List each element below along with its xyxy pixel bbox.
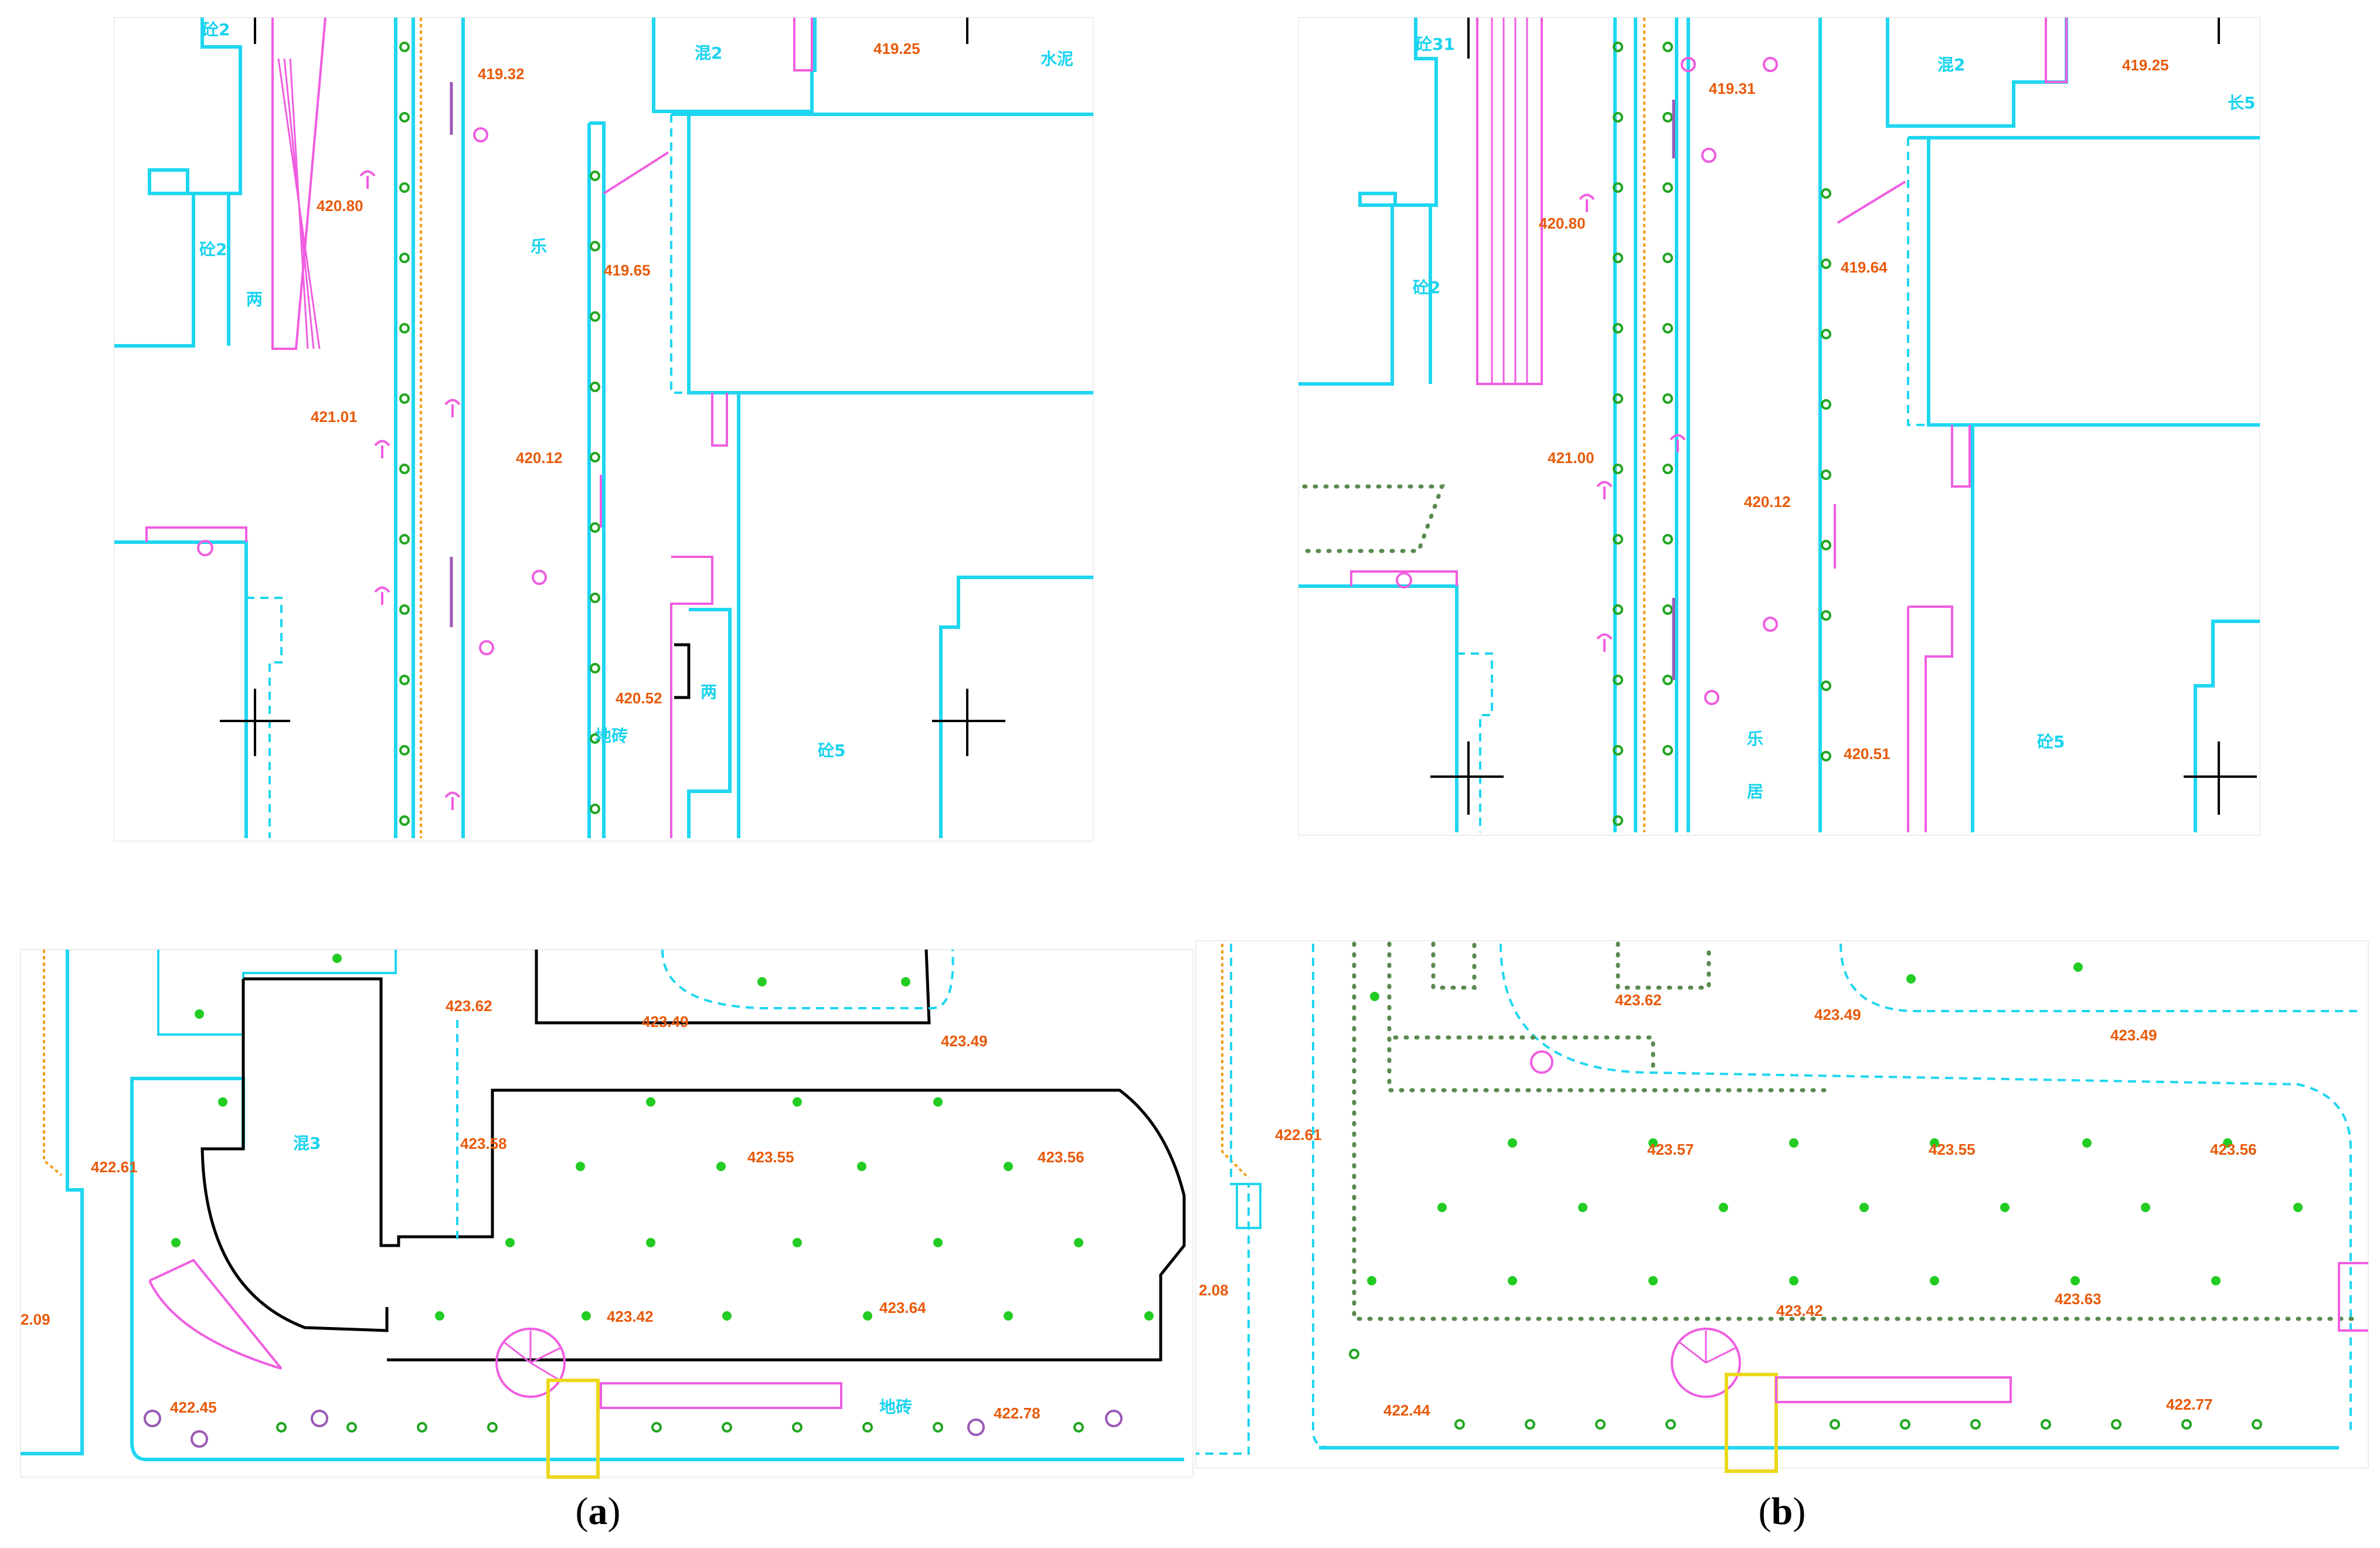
elevation-label: 423.55 xyxy=(1929,1141,1976,1158)
elevation-label: 423.64 xyxy=(879,1299,926,1316)
elevation-label: 422.45 xyxy=(170,1399,217,1416)
elevation-label: 423.42 xyxy=(607,1308,654,1325)
map-label: 混2 xyxy=(695,43,722,63)
panel-b-bottom-map: 423.62 423.49 423.49 422.61 423.57 423.5… xyxy=(1195,940,2369,1473)
map-label: 砼2 xyxy=(202,20,230,39)
map-label: 砼2 xyxy=(1413,278,1440,297)
map-label: 乐 xyxy=(1747,729,1763,749)
map-label: 砼2 xyxy=(199,240,227,259)
map-label: 砼5 xyxy=(818,741,845,760)
map-label: 长5 xyxy=(2228,93,2255,113)
elevation-label: 423.49 xyxy=(2110,1026,2157,1044)
elevation-label: 420.12 xyxy=(1744,493,1791,511)
svg-text:(a): (a) xyxy=(576,1490,621,1533)
map-label: 砼5 xyxy=(2037,732,2065,751)
elevation-label: 423.49 xyxy=(941,1032,988,1050)
map-label: 乐 xyxy=(531,237,547,256)
elevation-label: 421.00 xyxy=(1548,449,1594,467)
elevation-label: 421.01 xyxy=(311,408,358,426)
elevation-label: 419.65 xyxy=(604,261,651,279)
map-label: 地砖 xyxy=(595,726,628,746)
elevation-label: 420.52 xyxy=(616,689,662,707)
elevation-label: 422.61 xyxy=(1275,1126,1322,1144)
elevation-label: 420.51 xyxy=(1844,745,1891,763)
elevation-label: 423.62 xyxy=(446,997,492,1015)
elevation-label: 423.49 xyxy=(642,1013,689,1030)
elevation-label: 423.57 xyxy=(1647,1141,1694,1158)
elevation-label: 423.49 xyxy=(1814,1006,1861,1023)
elevation-label: 422.44 xyxy=(1383,1401,1430,1419)
elevation-label: 423.62 xyxy=(1615,991,1662,1009)
elevation-label: 419.32 xyxy=(478,65,525,83)
map-label: 砼31 xyxy=(1416,35,1455,54)
caption-a: (a) xyxy=(576,1490,621,1533)
elevation-label: 419.64 xyxy=(1841,258,1888,276)
elevation-label: 419.31 xyxy=(1709,80,1756,97)
map-label: 两 xyxy=(701,682,717,702)
elevation-label: 423.42 xyxy=(1776,1302,1823,1319)
svg-text:(b): (b) xyxy=(1759,1490,1806,1533)
caption-b: (b) xyxy=(1759,1490,1806,1533)
map-label: 混3 xyxy=(293,1134,321,1153)
elevation-label: 423.56 xyxy=(2210,1141,2257,1158)
elevation-label: 419.25 xyxy=(873,40,920,57)
panel-a-bottom-map: 423.62 423.49 423.49 422.61 423.58 423.5… xyxy=(20,949,1194,1479)
map-label: 水泥 xyxy=(1041,49,1073,69)
elevation-label: 422.77 xyxy=(2166,1396,2213,1413)
map-label: 居 xyxy=(1747,782,1763,801)
elevation-label: 420.12 xyxy=(516,449,563,467)
map-label: 混2 xyxy=(1937,55,1965,74)
elevation-label: 2.08 xyxy=(1199,1281,1229,1299)
elevation-label: 422.61 xyxy=(91,1158,138,1176)
elevation-label: 2.09 xyxy=(21,1311,50,1328)
elevation-label: 423.56 xyxy=(1038,1148,1084,1166)
elevation-label: 419.25 xyxy=(2122,56,2169,74)
panel-a-top-map: 419.32 419.25 420.80 419.65 421.01 420.1… xyxy=(114,17,1094,842)
elevation-label: 420.80 xyxy=(1539,215,1586,232)
map-label: 两 xyxy=(246,290,263,309)
elevation-label: 423.58 xyxy=(460,1135,507,1152)
map-label: 地砖 xyxy=(879,1397,912,1417)
elevation-label: 423.63 xyxy=(2055,1290,2102,1308)
elevation-label: 422.78 xyxy=(994,1404,1041,1422)
elevation-label: 423.55 xyxy=(747,1148,794,1166)
panel-b-top-map: 419.31 419.25 420.80 419.64 421.00 420.1… xyxy=(1298,17,2260,836)
elevation-label: 420.80 xyxy=(317,197,363,215)
